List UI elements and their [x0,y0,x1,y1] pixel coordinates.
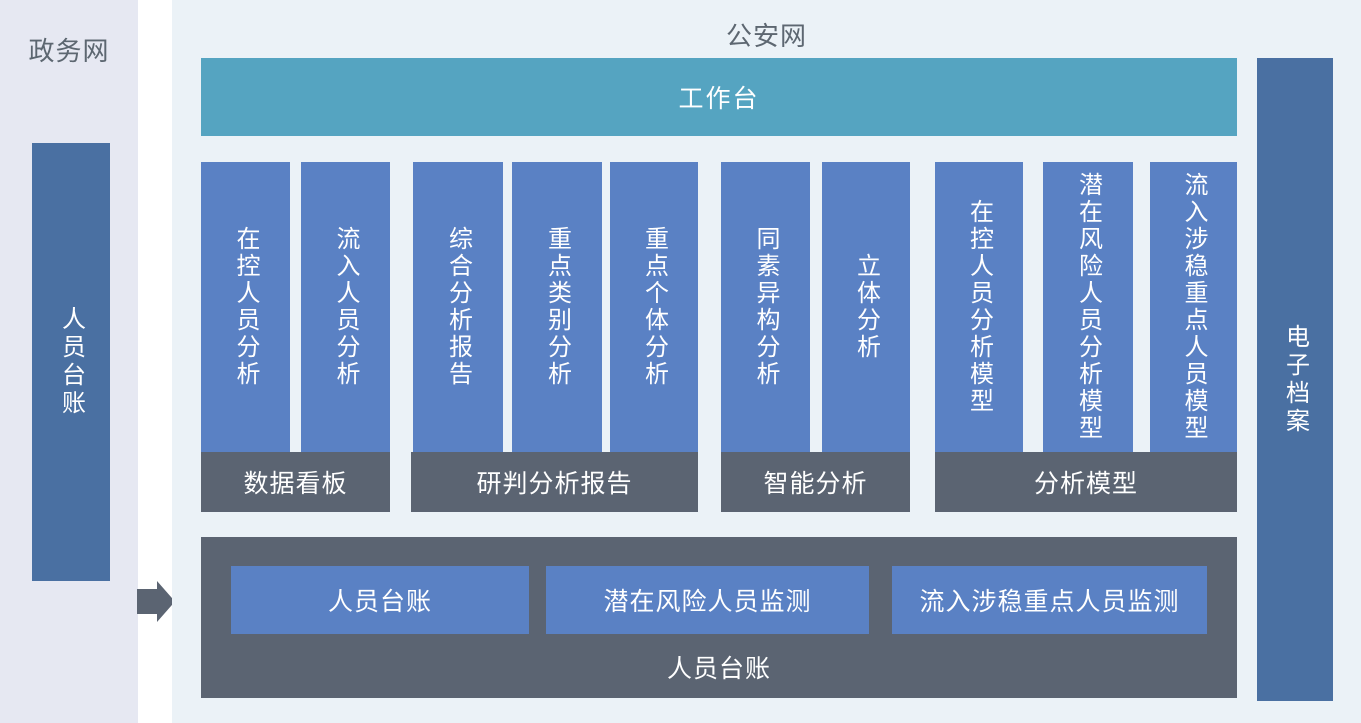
module-col-label: 同素异构分析 [752,226,779,388]
ledger-block-label: 流入涉稳重点人员监测 [919,588,1180,616]
module-col-potential-risk-model: 潜在风险人员分析模型 [1043,162,1133,452]
personnel-ledger-side-bar: 人员台账 [32,143,110,581]
ledger-block-personnel-ledger: 人员台账 [231,566,529,634]
module-col-label: 综合分析报告 [444,226,472,388]
group-label-text: 分析模型 [1033,470,1138,498]
module-col-label: 在控人员分析 [232,226,259,388]
group-label-intelligent-analysis: 智能分析 [721,452,910,512]
module-col-stereo-analysis: 立体分析 [822,162,910,452]
group-label-analysis-model: 分析模型 [935,452,1237,512]
ledger-block-inflow-key-person-monitoring: 流入涉稳重点人员监测 [892,566,1207,634]
module-col-label: 在控人员分析模型 [965,199,993,415]
group-label-text: 数据看板 [243,470,348,498]
module-col-key-individual-analysis: 重点个体分析 [610,162,698,452]
workbench-bar-label: 工作台 [678,85,760,113]
personnel-ledger-box: 人员台账 潜在风险人员监测 流入涉稳重点人员监测 人员台账 [201,537,1237,698]
ledger-block-label: 人员台账 [327,588,432,616]
module-col-controlled-person-model: 在控人员分析模型 [935,162,1023,452]
ledger-block-potential-risk-monitoring: 潜在风险人员监测 [546,566,869,634]
flow-right-arrow-icon [137,581,175,622]
module-col-inflow-person-analysis: 流入人员分析 [301,162,390,452]
group-label-analysis-report: 研判分析报告 [411,452,698,512]
police-network-panel: 公安网 工作台 电子档案 在控人员分析 流入人员分析 数据看板 综合分析报告 重… [172,0,1361,723]
group-label-data-dashboard: 数据看板 [201,452,390,512]
module-col-inflow-key-person-model: 流入涉稳重点人员模型 [1150,162,1237,452]
ledger-block-label: 潜在风险人员监测 [603,588,812,616]
module-col-label: 立体分析 [852,253,880,361]
module-col-label: 重点类别分析 [543,226,571,388]
module-col-label: 流入涉稳重点人员模型 [1180,172,1207,442]
group-label-text: 智能分析 [763,470,868,498]
police-network-title: 公安网 [725,21,807,51]
gov-network-title: 政务网 [28,36,110,66]
module-col-key-category-analysis: 重点类别分析 [512,162,602,452]
personnel-ledger-box-label: 人员台账 [666,655,771,683]
gov-network-panel: 政务网 人员台账 [0,0,138,723]
personnel-ledger-side-bar-label: 人员台账 [57,306,85,418]
module-col-isomer-analysis: 同素异构分析 [721,162,810,452]
module-col-label: 流入人员分析 [332,226,359,388]
e-archive-bar-label: 电子档案 [1281,323,1309,436]
module-col-comprehensive-report: 综合分析报告 [413,162,503,452]
module-col-label: 潜在风险人员分析模型 [1074,172,1102,442]
module-col-label: 重点个体分析 [640,226,668,388]
workbench-bar: 工作台 [201,58,1237,136]
module-col-controlled-person-analysis: 在控人员分析 [201,162,290,452]
group-label-text: 研判分析报告 [476,470,633,498]
e-archive-bar: 电子档案 [1257,58,1333,701]
